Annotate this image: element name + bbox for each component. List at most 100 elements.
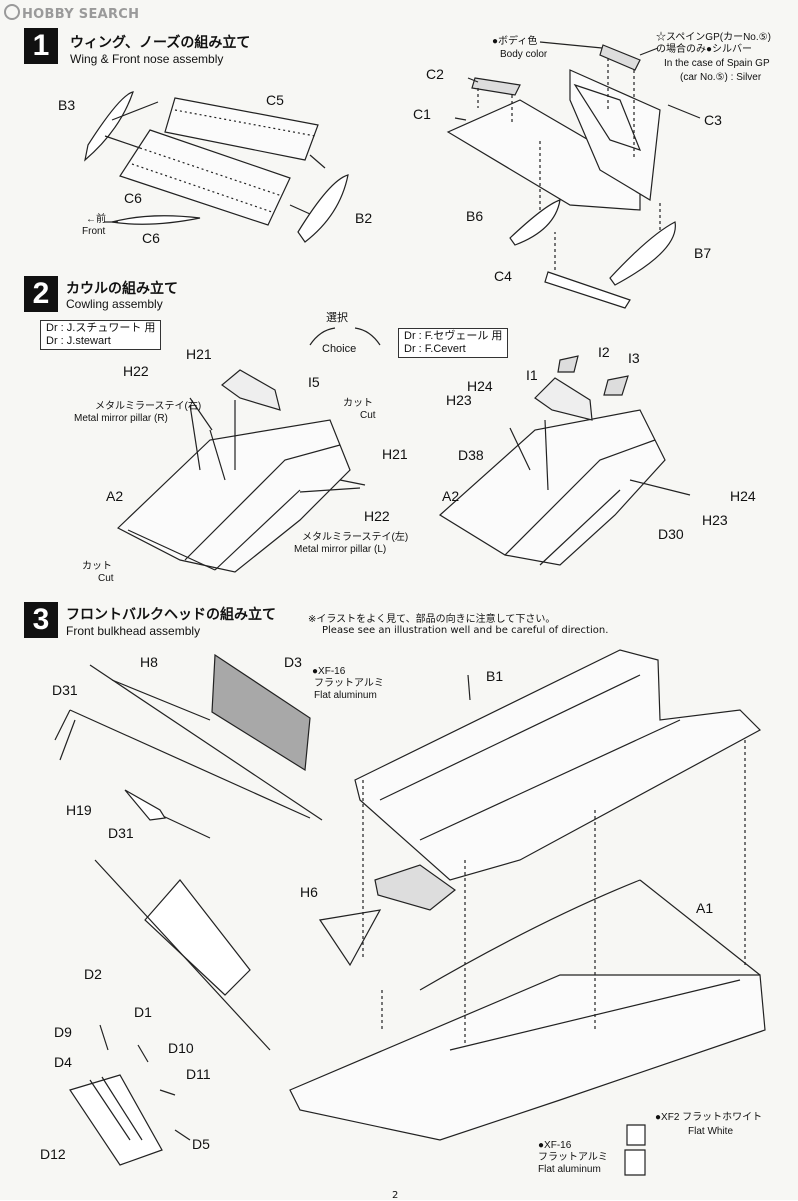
part-label-i1: I1 <box>526 367 538 383</box>
part-label-c6-profile: C6 <box>142 230 160 246</box>
part-label-c4: C4 <box>494 268 512 284</box>
part-label-h22: H22 <box>123 363 149 379</box>
frame-d2 <box>144 879 251 996</box>
c6-profile <box>111 215 201 225</box>
xf16-en: Flat aluminum <box>314 690 377 701</box>
xf2-en: Flat White <box>688 1126 734 1137</box>
part-label-a2b: A2 <box>442 488 460 504</box>
step-number-3: 3 <box>24 602 58 638</box>
driver-line-en: Dr : J.stewart <box>46 335 111 347</box>
cut-en-2: Cut <box>98 573 114 584</box>
direction-note-en: Please see an illustration well and be c… <box>322 625 609 636</box>
part-label-h21: H21 <box>186 346 212 362</box>
body-color-jp: ●ボディ色 <box>492 36 538 47</box>
part-label-i5: I5 <box>308 374 320 390</box>
xf16b-en: Flat aluminum <box>538 1164 601 1175</box>
part-label-h21b: H21 <box>382 446 408 462</box>
step-title-en: Cowling assembly <box>66 297 163 311</box>
endplate-b3 <box>84 91 134 162</box>
cut-en-1: Cut <box>360 410 376 421</box>
driver-line-en: Dr : F.Cevert <box>404 343 466 355</box>
c3-part <box>599 44 641 71</box>
spain-gp-note-jp-2: の場合のみ●シルバー <box>656 44 753 55</box>
part-label-b1: B1 <box>486 668 504 684</box>
part-label-a2: A2 <box>106 488 124 504</box>
part-label-c1: C1 <box>413 106 431 122</box>
choice-label-jp: 選択 <box>326 312 348 324</box>
part-label-d11: D11 <box>186 1066 211 1082</box>
part-label-d1: D1 <box>134 1004 152 1020</box>
xf16b-code: ●XF-16 <box>538 1140 572 1151</box>
front-label: Front <box>82 226 106 237</box>
part-label-h8: H8 <box>140 654 158 670</box>
wing-plate-c5 <box>164 97 319 161</box>
hobby-search-logo-icon <box>4 4 20 20</box>
part-label-h6: H6 <box>300 884 318 900</box>
i1-part <box>534 377 593 421</box>
cowling-a2-right <box>439 409 666 566</box>
spain-gp-note-jp-1: ☆スペインGP(カーNo.⑤) <box>656 32 771 43</box>
bulkhead-d3 <box>211 653 311 772</box>
step-title-jp: ウィング、ノーズの組み立て <box>70 35 251 51</box>
xf2-jp: ●XF2 フラットホワイト <box>655 1112 763 1123</box>
b7-part <box>609 221 676 286</box>
part-label-a1: A1 <box>696 900 714 916</box>
mirror-l-jp: メタルミラーステイ(左) <box>302 532 409 543</box>
part-label-d38: D38 <box>458 447 484 463</box>
part-label-d3: D3 <box>284 654 302 670</box>
part-label-d31: D31 <box>52 682 78 698</box>
mirror-r-jp: メタルミラーステイ(右) <box>95 401 202 412</box>
b6-part <box>509 199 561 246</box>
part-label-d31b: D31 <box>108 825 134 841</box>
part-label-c2: C2 <box>426 66 444 82</box>
i2-part <box>557 355 579 373</box>
part-label-b2: B2 <box>355 210 373 226</box>
part-label-h22b: H22 <box>364 508 390 524</box>
mirror-r-en: Metal mirror pillar (R) <box>74 413 168 424</box>
cut-jp-2: カット <box>82 561 112 572</box>
flat-aluminum-pot <box>624 1149 646 1176</box>
part-label-d2: D2 <box>84 966 102 982</box>
part-label-i2: I2 <box>598 344 610 360</box>
step-title-jp: フロントバルクヘッドの組み立て <box>66 607 276 623</box>
part-label-d5: D5 <box>192 1136 210 1152</box>
page-number: 2 <box>392 1190 399 1201</box>
part-label-c3: C3 <box>704 112 722 128</box>
part-label-d12: D12 <box>40 1146 66 1162</box>
spain-gp-note-en-1: In the case of Spain GP <box>664 58 770 69</box>
xf16-code: ●XF-16 <box>312 666 346 677</box>
choice-arrow-right <box>354 327 381 346</box>
part-label-d4: D4 <box>54 1054 72 1070</box>
body-color-en: Body color <box>500 49 548 60</box>
step-number-2: 2 <box>24 276 58 312</box>
front-arrow-jp: ←前 <box>86 214 106 225</box>
choice-label-en: Choice <box>322 343 357 355</box>
driver-line-jp: Dr : F.セヴェール 用 <box>404 330 503 342</box>
part-label-c5: C5 <box>266 92 284 108</box>
choice-arrow-left <box>309 327 336 346</box>
cut-jp-1: カット <box>343 398 373 409</box>
part-label-h23: H23 <box>446 392 472 408</box>
mirror-l-en: Metal mirror pillar (L) <box>294 544 387 555</box>
step-title-jp: カウルの組み立て <box>66 281 178 297</box>
xf16b-jp: フラットアルミ <box>538 1152 608 1163</box>
driver-line-jp: Dr : J.スチュワート 用 <box>46 322 156 334</box>
step-title-en: Front bulkhead assembly <box>66 624 201 638</box>
c4-part <box>544 271 631 309</box>
chassis-b1 <box>354 649 761 881</box>
wing-plate-c6 <box>119 129 291 226</box>
part-label-d30: D30 <box>658 526 684 542</box>
direction-note-jp: ※イラストをよく見て、部品の向きに注意して下さい。 <box>308 614 556 625</box>
part-label-h23b: H23 <box>702 512 728 528</box>
part-label-i3: I3 <box>628 350 640 366</box>
pedal-box <box>374 864 456 911</box>
watermark: HOBBY SEARCH <box>4 4 139 22</box>
c2-part <box>471 77 521 96</box>
part-label-h19: H19 <box>66 802 92 818</box>
xf16-jp: フラットアルミ <box>314 678 384 689</box>
part-label-h24: H24 <box>467 378 493 394</box>
part-label-b6: B6 <box>466 208 484 224</box>
